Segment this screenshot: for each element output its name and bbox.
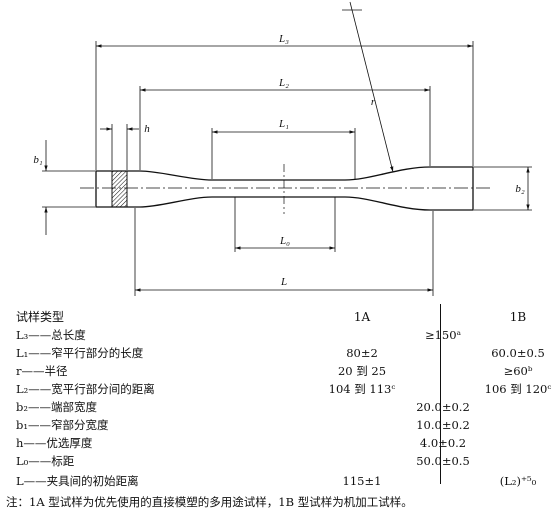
row-name: L——夹具间的初始距离 [16,474,139,488]
row-value-common: ≥150ᵃ [424,328,462,342]
row-value-common: 4.0±0.2 [419,436,467,450]
row-name: b₂——端部宽度 [16,400,97,414]
row-name: b₁——窄部分宽度 [16,418,109,432]
specimen-outline [95,166,474,211]
table-header: 试样类型 1A 1B [0,308,560,326]
row-name: L₀——标距 [16,454,75,468]
row-value-common: 10.0±0.2 [416,418,470,432]
table-row: L₂——宽平行部分间的距离 104 到 113ᶜ 106 到 120ᶜ [0,380,560,398]
row-name: L₁——窄平行部分的长度 [16,346,144,360]
label-h: h [144,123,150,135]
row-name: L₂——宽平行部分间的距离 [16,382,155,396]
table-row: L₁——窄平行部分的长度 80±2 60.0±0.5 [0,344,560,362]
radius-leader [349,1,394,173]
label-L1: L₁ [278,118,289,130]
row-value-1a: 80±2 [346,346,378,360]
specimen-drawing: L₃ L₂ L₁ h b₁ b₂ L₀ L r [33,1,532,296]
label-r: r [371,96,376,108]
row-name: r——半径 [16,364,68,378]
row-value-1a: 20 到 25 [337,364,387,378]
table-row: h——优选厚度 4.0±0.2 [0,434,560,452]
label-L: L [280,276,287,288]
label-L3: L₃ [278,33,289,45]
table-row: r——半径 20 到 25 ≥60ᵇ [0,362,560,380]
row-value-1b: ≥60ᵇ [503,364,533,378]
row-value-1a: 104 到 113ᶜ [328,382,396,396]
row-value-1b: 106 到 120ᶜ [484,382,552,396]
label-b1: b₁ [33,154,43,166]
header-1a: 1A [353,310,371,324]
table-row: b₂——端部宽度 20.0±0.2 [0,398,560,416]
footnote: 注：1A 型试样为优先使用的直接模塑的多用途试样，1B 型试样为机加工试样。 [6,495,413,509]
row-value-common: 50.0±0.5 [416,454,470,468]
label-L0: L₀ [279,235,290,247]
hatched-section [111,170,128,208]
table-row: L₀——标距 50.0±0.5 [0,452,560,470]
column-divider [440,304,441,484]
table-row: L₃——总长度 ≥150ᵃ [0,326,560,344]
row-name: h——优选厚度 [16,436,93,450]
row-value-common: 20.0±0.2 [416,400,470,414]
label-b2: b₂ [515,183,525,195]
label-L2: L₂ [278,77,289,89]
table-row: L——夹具间的初始距离 115±1 (L₂)⁺⁵₀ [0,472,560,490]
row-value-1b: (L₂)⁺⁵₀ [499,474,537,488]
table-row: b₁——窄部分宽度 10.0±0.2 [0,416,560,434]
row-name: L₃——总长度 [16,328,86,342]
row-value-1b: 60.0±0.5 [491,346,545,360]
header-specimen-type: 试样类型 [16,310,65,324]
row-value-1a: 115±1 [342,474,382,488]
header-1b: 1B [509,310,527,324]
